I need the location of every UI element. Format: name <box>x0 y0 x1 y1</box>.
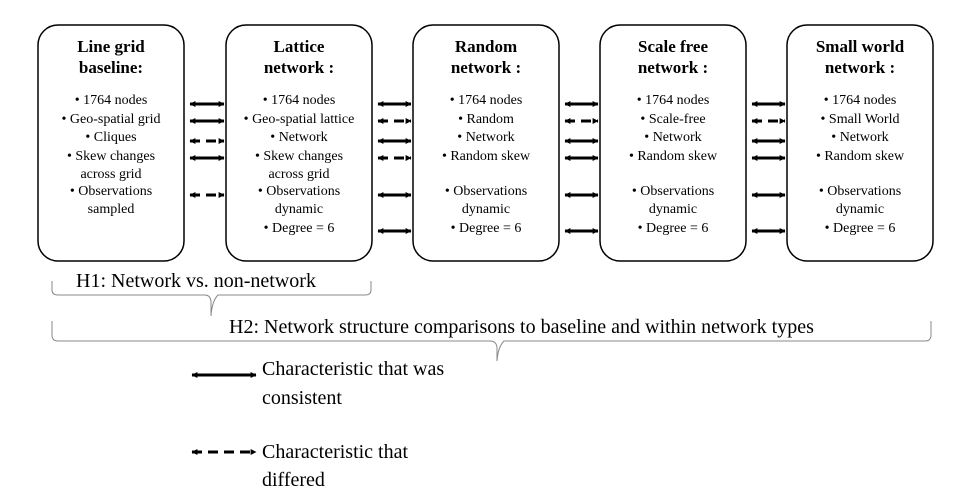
box-frame <box>412 24 560 262</box>
box-item-line: across grid <box>268 167 329 182</box>
box-item-line: sampled <box>88 202 135 217</box>
box-item-line: • Degree = 6 <box>451 221 522 236</box>
box-scale-free-network: Scale free network : • 1764 nodes • Scale-f… <box>599 24 747 262</box>
box-item-line: • Random skew <box>629 149 718 164</box>
box-title-line: network : <box>451 58 521 77</box>
box-title-line: Lattice <box>274 37 325 56</box>
legend-differed-label: Characteristic that differed <box>262 441 413 491</box>
box-title-line: network : <box>638 58 708 77</box>
box-title-line: network : <box>264 58 334 77</box>
box-random-network: Random network : • 1764 nodes • Random • Net… <box>412 24 560 262</box>
box-item-line: • Degree = 6 <box>825 221 896 236</box>
h2-brace <box>51 321 932 362</box>
box-item-line: • 1764 nodes <box>637 93 710 108</box>
box-item-line: • Skew changes <box>255 149 343 164</box>
box-item-line: • Observations <box>70 184 152 199</box>
box-item-line: • Network <box>644 130 701 145</box>
box-item-line: across grid <box>80 167 141 182</box>
box-item-line: • Random skew <box>816 149 905 164</box>
box-item-line: • Degree = 6 <box>264 221 335 236</box>
legend-consistent-line-2: consistent <box>262 387 342 409</box>
legend-consistent-label: Characteristic that was consistent <box>262 358 449 409</box>
network-boxes: Line grid baseline: • 1764 nodes • Geo-spat… <box>37 24 934 262</box>
comparison-connectors <box>189 101 786 234</box>
h1-label: H1: Network vs. non-network <box>76 270 316 292</box>
box-item-line: • Random <box>458 112 514 127</box>
box-item-line: • Geo-spatial grid <box>62 112 161 127</box>
box-item-line: • 1764 nodes <box>263 93 336 108</box>
box-frame <box>37 24 185 262</box>
box-item-line: • Skew changes <box>67 149 155 164</box>
box-item-line: • Observations <box>632 184 714 199</box>
box-item-line: • Observations <box>258 184 340 199</box>
box-item-line: dynamic <box>275 202 323 217</box>
box-item-line: • Network <box>457 130 514 145</box>
box-item-line: • Observations <box>445 184 527 199</box>
box-frame <box>786 24 934 262</box>
box-item-line: • Scale-free <box>640 112 705 127</box>
box-item-line: • Degree = 6 <box>638 221 709 236</box>
box-lattice-network: Lattice network : • 1764 nodes • Geo-spatia… <box>225 24 373 262</box>
box-item-line: • Cliques <box>85 130 136 145</box>
box-small-world-network: Small world network : • 1764 nodes • Small … <box>786 24 934 262</box>
box-item-line: • Network <box>831 130 888 145</box>
box-item-line: • 1764 nodes <box>824 93 897 108</box>
box-item-line: dynamic <box>462 202 510 217</box>
box-item-line: • 1764 nodes <box>450 93 523 108</box>
h2-label: H2: Network structure comparisons to bas… <box>229 316 814 338</box>
legend-differed-line-1: Characteristic that <box>262 441 408 463</box>
box-frame <box>225 24 373 262</box>
legend-consistent-line-1: Characteristic that was <box>262 358 444 380</box>
box-frame <box>599 24 747 262</box>
box-title-line: network : <box>825 58 895 77</box>
legend-differed-line-2: differed <box>262 469 325 491</box>
h1-brace <box>51 281 372 317</box>
box-line-grid-baseline: Line grid baseline: • 1764 nodes • Geo-spat… <box>37 24 185 262</box>
box-title-line: baseline: <box>79 58 143 77</box>
box-title-line: Line grid <box>77 37 145 56</box>
box-item-line: • Small World <box>821 112 900 127</box>
box-title-line: Random <box>455 37 517 56</box>
box-item-line: dynamic <box>649 202 697 217</box>
box-title-line: Small world <box>816 37 905 56</box>
box-item-line: • Geo-spatial lattice <box>244 112 355 127</box>
box-item-line: • 1764 nodes <box>75 93 148 108</box>
box-item-line: • Network <box>270 130 327 145</box>
box-item-line: • Observations <box>819 184 901 199</box>
box-title-line: Scale free <box>638 37 708 56</box>
box-item-line: • Random skew <box>442 149 531 164</box>
box-item-line: dynamic <box>836 202 884 217</box>
